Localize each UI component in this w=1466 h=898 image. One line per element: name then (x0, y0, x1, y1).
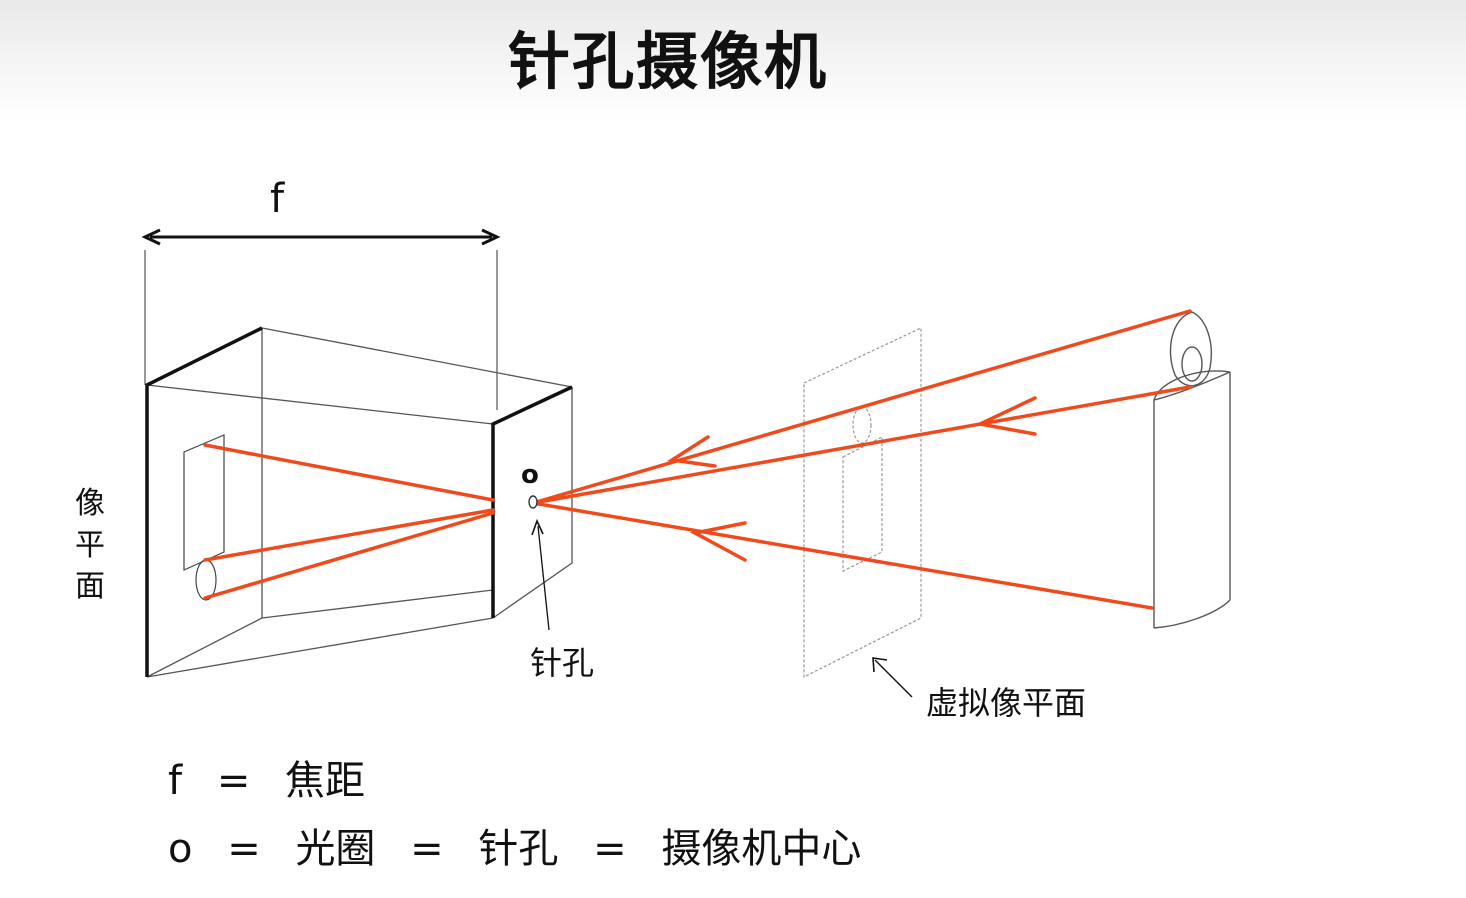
inverted-candle-outline (183, 434, 225, 571)
legend-equals: = (216, 758, 251, 804)
virtual-plane-pointer-arrowhead (872, 657, 888, 673)
box-top-back-edge (261, 327, 573, 388)
focal-label: f (270, 176, 285, 222)
box-image-plane-edge (145, 326, 263, 677)
candle-inner-flame (1181, 346, 1203, 382)
virtual-plane-outline (803, 327, 922, 678)
image-plane-label-char-3: 面 (75, 569, 105, 604)
box-top-front-edge (146, 384, 494, 425)
virtual-candle-outline (842, 436, 883, 572)
box-bottom-front-edge (146, 617, 494, 678)
legend-alias-pinhole: 针孔 (478, 826, 559, 872)
candle-bottom-rim (1153, 599, 1231, 629)
ray-arrowhead-top (667, 435, 717, 468)
box-bottom-diagonal-edge (146, 617, 263, 678)
virtual-flame-outline (852, 406, 872, 444)
legend-equals: = (227, 826, 261, 872)
focal-length-dimension: f (141, 176, 501, 410)
box-pinhole-wall-edge (491, 385, 573, 618)
ray-candle-bottom (531, 501, 1154, 610)
image-plane-label-char-1: 像 (75, 486, 105, 521)
slide-title: 针孔摄像机 (507, 25, 828, 98)
title-band (0, 0, 1466, 120)
legend-focal-length: f = 焦距 (168, 756, 365, 806)
image-plane-label: 像 平 面 (75, 486, 105, 604)
legend-term-o: o (168, 826, 193, 872)
camera-center-label: o (521, 460, 539, 490)
focal-arrowhead-left (141, 228, 161, 246)
pinhole-pointer-arrowhead (531, 518, 544, 536)
virtual-plane-pointer-line (874, 659, 913, 698)
pinhole-pointer (531, 518, 550, 631)
pinhole-aperture (528, 495, 538, 509)
legend-camera-center: o = 光圈 = 针孔 = 摄像机中心 (168, 824, 861, 874)
ray-arrowhead-middle (974, 396, 1037, 436)
image-plane-label-char-2: 平 (75, 528, 105, 563)
ray-image-bottom-a (203, 508, 495, 562)
inverted-image (183, 434, 225, 601)
pinhole-pointer-line (537, 525, 550, 631)
ray-arrowhead-bottom (689, 521, 747, 562)
candle-outer-flame (1169, 311, 1212, 387)
virtual-plane-label: 虚拟像平面 (926, 684, 1086, 722)
ray-image-top (203, 443, 495, 502)
camera-box (145, 326, 573, 678)
focal-arrowhead-right (481, 228, 501, 246)
legend-meaning-focal: 焦距 (285, 758, 366, 804)
ray-flame-top (531, 309, 1192, 505)
legend-term-f: f (168, 758, 183, 804)
pinhole-label: 针孔 (530, 644, 594, 682)
legend-equals: = (593, 826, 627, 872)
ray-image-bottom-b (203, 511, 495, 600)
light-rays (203, 309, 1192, 610)
candle-object (1153, 311, 1231, 629)
legend-equals: = (410, 826, 444, 872)
box-bottom-back-edge (261, 589, 494, 619)
legend-alias-camera-center: 摄像机中心 (661, 826, 862, 872)
box-right-face (492, 387, 573, 619)
virtual-plane-pointer (872, 657, 913, 698)
legend-alias-aperture: 光圈 (295, 826, 376, 872)
ray-flame-base (531, 385, 1192, 505)
virtual-image-plane (803, 327, 922, 678)
